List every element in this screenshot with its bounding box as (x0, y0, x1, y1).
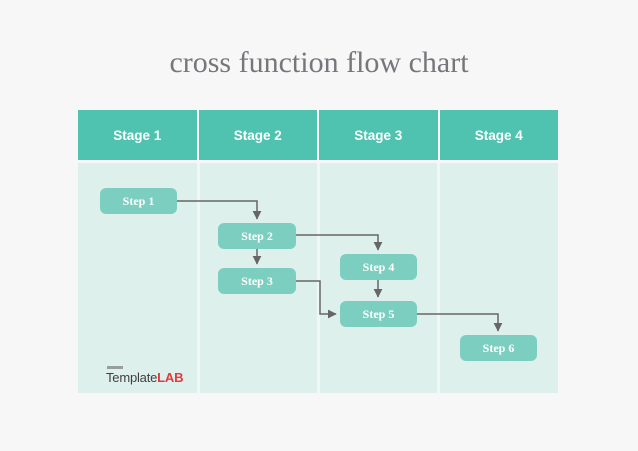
watermark-brand-accent: LAB (157, 370, 184, 385)
cross-function-flow-chart: Stage 1 Stage 2 Stage 3 Stage 4 Template… (78, 110, 558, 393)
step-box-step-3: Step 3 (218, 268, 296, 294)
connector-step-3-to-step-5 (296, 280, 337, 319)
stage-header-row: Stage 1 Stage 2 Stage 3 Stage 4 (78, 110, 558, 160)
stage-header-stage-4: Stage 4 (474, 127, 523, 143)
templatelab-watermark: TemplateLAB (106, 366, 183, 384)
connector-step-2-to-step-4 (296, 234, 383, 251)
step-box-step-6: Step 6 (460, 335, 537, 361)
stage-header-stage-1: Stage 1 (78, 110, 199, 160)
stage-header-stage-3: Stage 3 (319, 110, 440, 160)
step-box-step-4: Step 4 (340, 254, 417, 280)
column-separator (317, 163, 320, 393)
watermark-brand-text: Template (106, 370, 158, 385)
connector-step-1-to-step-2 (177, 200, 262, 220)
watermark-fine-print (107, 366, 123, 369)
column-separator (437, 163, 440, 393)
step-box-step-2: Step 2 (218, 223, 296, 249)
flow-body: TemplateLAB Step 1 Step 2 Step 3 Step 4 Step… (78, 163, 558, 393)
column-separator (197, 163, 200, 393)
page-title: cross function flow chart (169, 46, 469, 79)
connector-step-5-to-step-6 (417, 313, 503, 332)
step-box-step-5: Step 5 (340, 301, 417, 327)
stage-header-stage-2: Stage 2 (199, 110, 319, 160)
watermark-brand: TemplateLAB (106, 371, 183, 384)
step-box-step-1: Step 1 (100, 188, 177, 214)
